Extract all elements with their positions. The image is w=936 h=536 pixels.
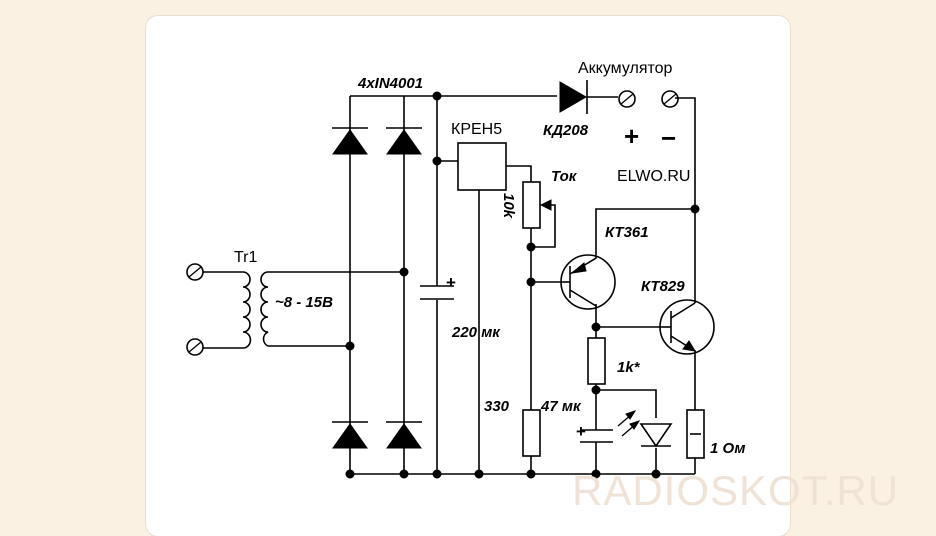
label-r1k: 1k* [617, 359, 641, 376]
label-diode-bridge: 4xIN4001 [357, 75, 423, 92]
label-r330: 330 [484, 398, 510, 415]
label-site: ELWO.RU [617, 168, 690, 185]
potentiometer-10k [522, 181, 552, 229]
label-tr1: Tr1 [234, 249, 258, 266]
battery-terminal-minus [661, 90, 679, 108]
label-kt361: КТ361 [605, 224, 649, 241]
label-kren5: КРЕН5 [451, 121, 502, 138]
label-cap-47-plus: + [576, 422, 586, 441]
bridge-diode-top-left [332, 127, 368, 155]
watermark: RADIOSKOT.RU [572, 467, 899, 514]
led-indicator [617, 410, 673, 448]
circuit-schematic: 4xIN4001 Аккумулятор КД208 + − КРЕН5 Ток… [186, 60, 899, 514]
transistor-kt361 [560, 243, 616, 310]
label-kt829: КТ829 [641, 278, 685, 295]
resistor-1-ohm [686, 409, 705, 459]
label-cap-220: 220 мк [451, 324, 501, 341]
input-terminal-bottom [186, 338, 204, 356]
schematic-card [146, 16, 790, 536]
label-cap-220-plus: + [446, 273, 456, 292]
label-voltage: ~8 - 15В [275, 294, 333, 311]
label-current: Ток [551, 168, 578, 185]
resistor-330 [522, 409, 541, 457]
diode-kd208 [559, 80, 618, 114]
capacitor-47uf [580, 429, 614, 443]
resistor-1k [587, 337, 606, 385]
bridge-diode-top-right [386, 127, 422, 155]
wires [203, 95, 696, 475]
label-kd208: КД208 [543, 122, 589, 139]
label-pot-10k: 10k [500, 193, 517, 219]
label-battery: Аккумулятор [578, 60, 673, 77]
label-r1ohm: 1 Ом [710, 440, 745, 457]
battery-terminal-plus [618, 90, 636, 108]
bridge-diode-bottom-right [386, 421, 422, 449]
regulator-kren5 [457, 142, 507, 191]
label-plus: + [624, 121, 639, 151]
label-cap-47: 47 мк [540, 398, 582, 415]
input-terminal-top [186, 263, 204, 281]
transistor-kt829 [659, 299, 715, 355]
transformer-tr1 [242, 271, 269, 349]
junction-dots [345, 91, 700, 479]
capacitor-220uf [420, 285, 454, 300]
label-minus: − [661, 123, 676, 153]
bridge-diode-bottom-left [332, 421, 368, 449]
